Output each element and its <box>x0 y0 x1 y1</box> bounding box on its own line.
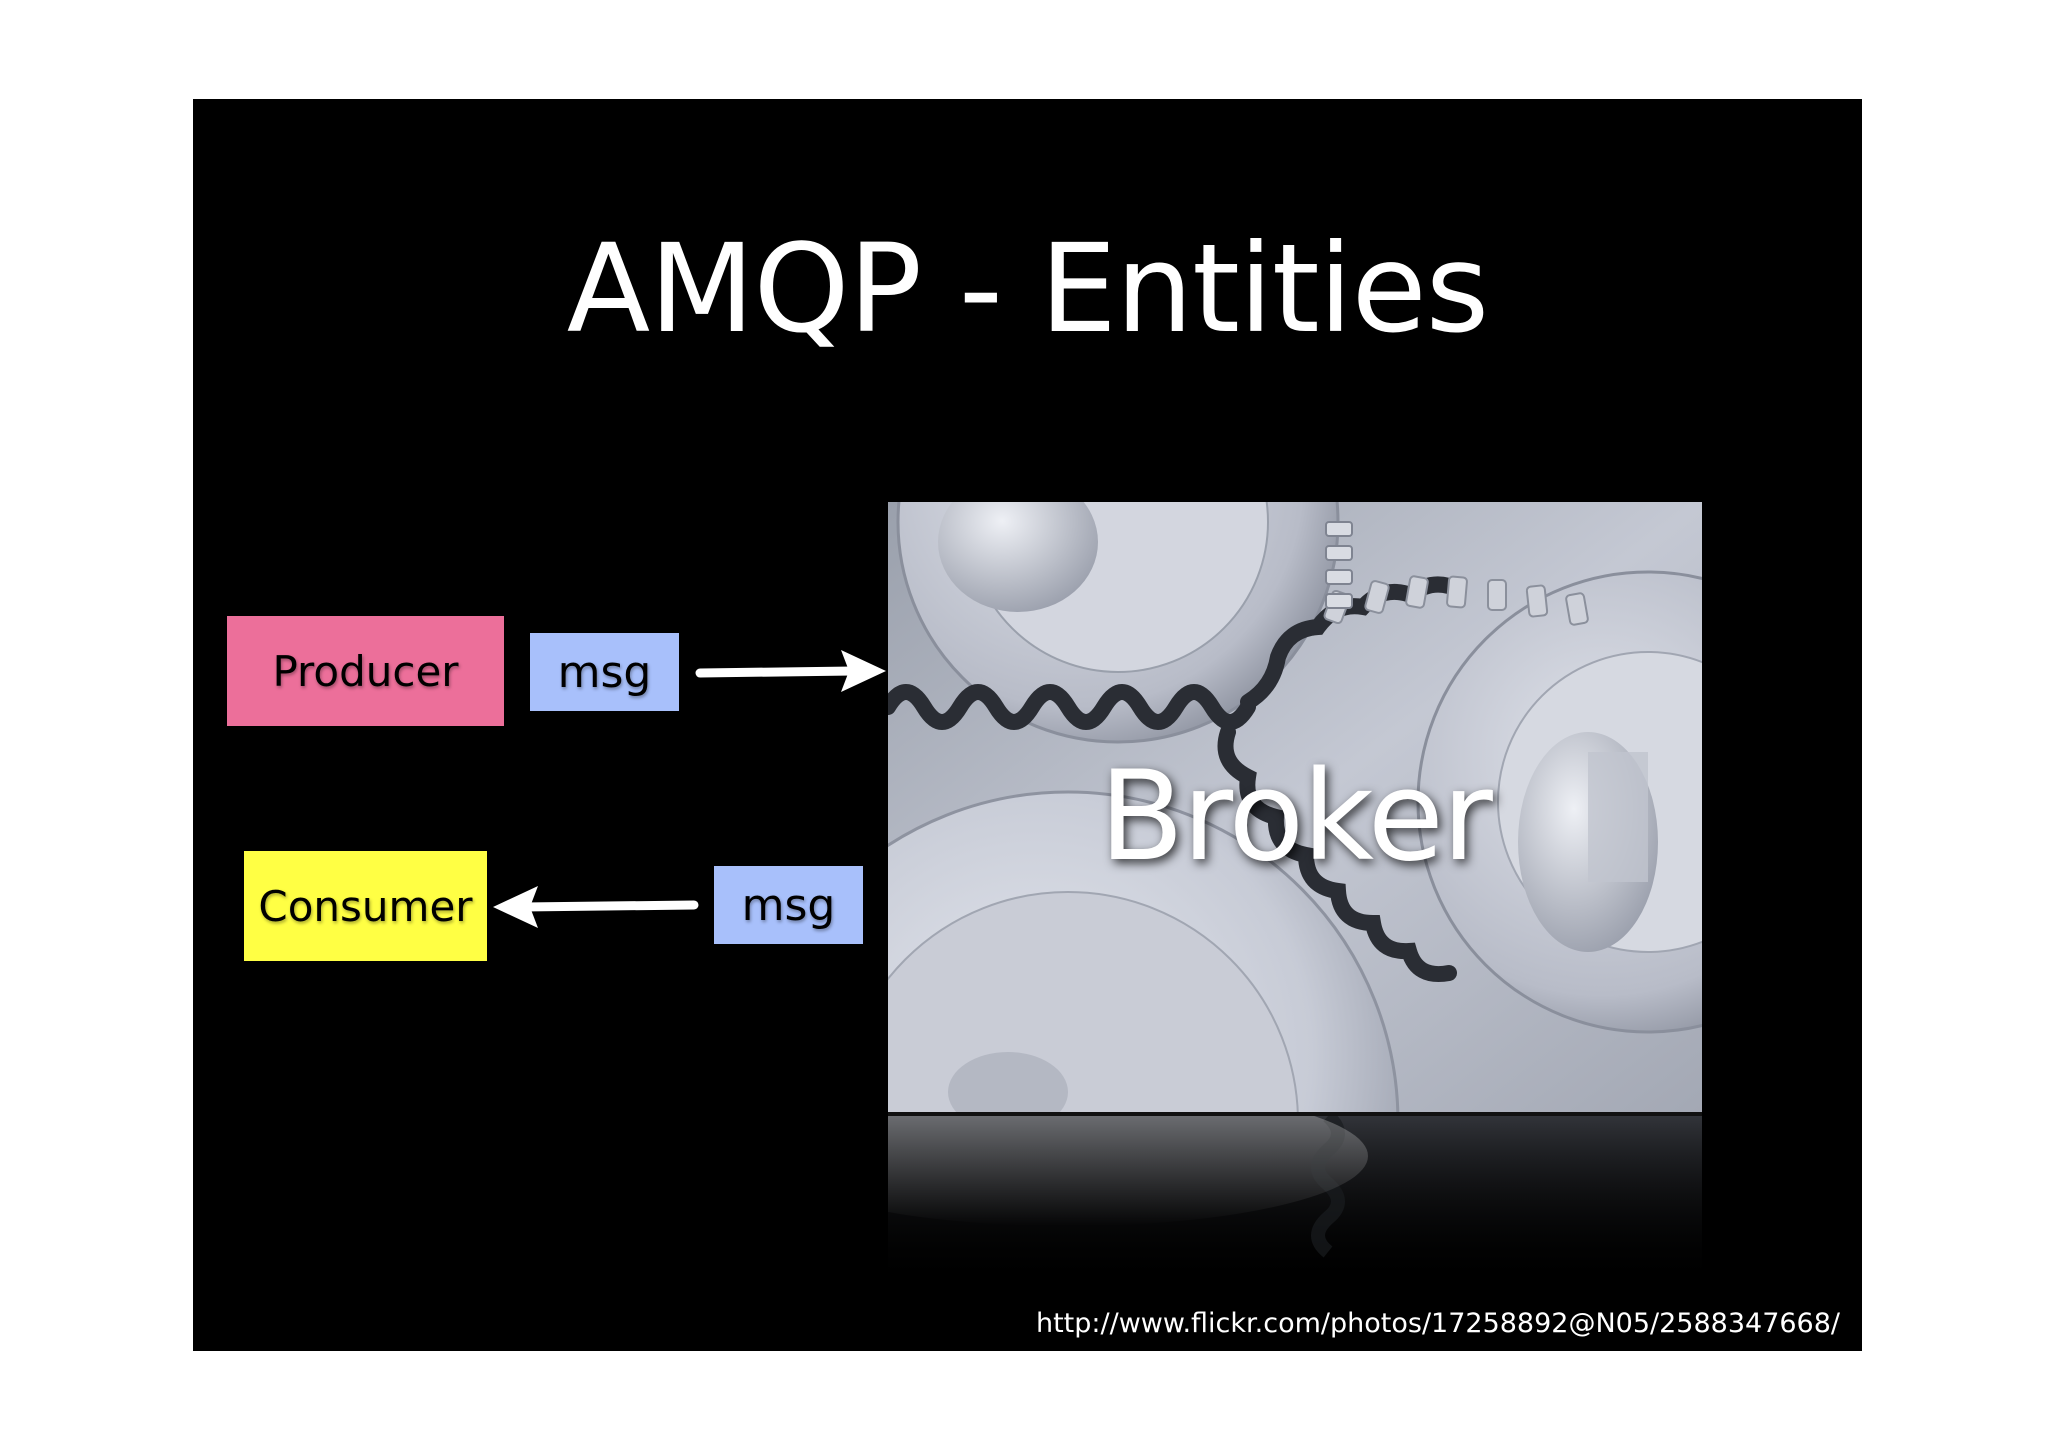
gears-image <box>888 502 1702 1116</box>
broker-image-panel: Broker <box>888 502 1702 1116</box>
msg-in-box: msg <box>714 866 863 944</box>
msg-out-box: msg <box>530 633 679 711</box>
slide-title: AMQP - Entities <box>566 218 1489 360</box>
arrows-layer <box>493 650 886 928</box>
slide: AMQP - Entities Producer msg Consumer ms… <box>193 99 1862 1351</box>
broker-label: Broker <box>1099 745 1493 889</box>
consumer-box: Consumer <box>244 851 487 961</box>
arrow-right-icon <box>695 650 886 692</box>
broker-image-reflection <box>888 1116 1702 1286</box>
photo-credit: http://www.flickr.com/photos/17258892@N0… <box>1035 1308 1840 1339</box>
arrow-left-icon <box>493 886 699 928</box>
producer-box: Producer <box>227 616 504 726</box>
